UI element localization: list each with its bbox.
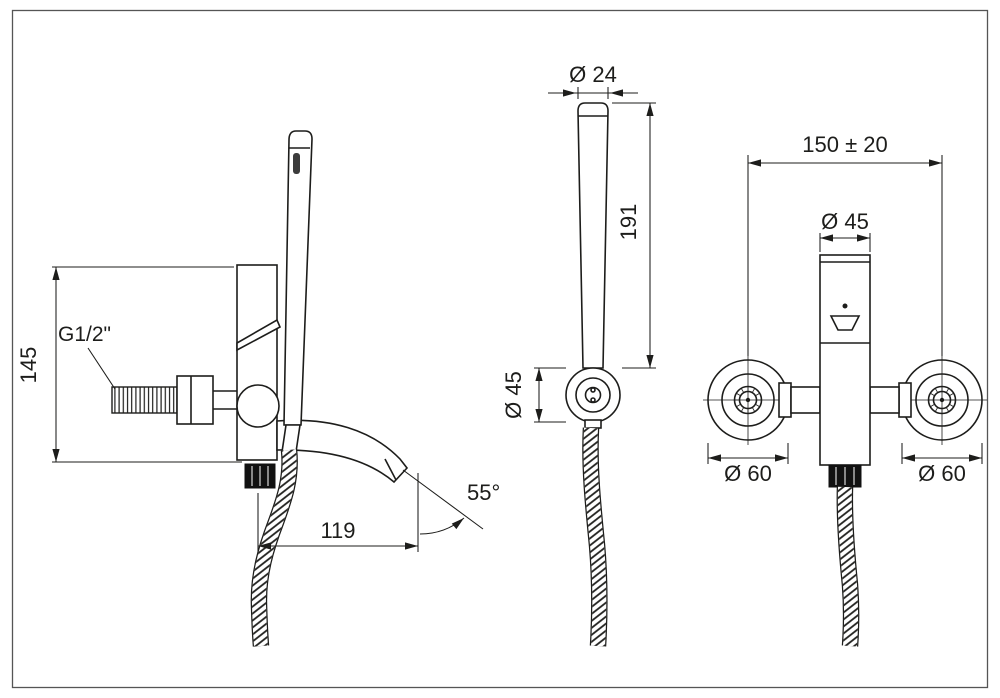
shower-hose-middle	[582, 427, 608, 647]
dim-right-flange-diameter: Ø 60	[901, 443, 983, 486]
wand-length-label: 191	[616, 204, 641, 241]
shower-hose-front	[836, 486, 860, 647]
holder-detail-dot-top	[590, 387, 596, 393]
thread-callout: G1/2"	[58, 323, 116, 390]
right-arm	[869, 386, 900, 414]
hose-connector-side	[281, 424, 301, 453]
left-mounting-nut	[778, 382, 792, 418]
body-diameter-label: Ø 45	[821, 209, 869, 234]
holder-outer-circle	[565, 367, 621, 423]
hand-shower-wand	[577, 102, 609, 369]
wall-flange-side	[176, 375, 214, 425]
holder-diameter-label: Ø 45	[501, 371, 526, 419]
side-view: 145 G1/2" 119 55°	[16, 130, 500, 647]
dim-head-diameter: Ø 24	[548, 62, 638, 99]
thread-connector	[111, 386, 178, 414]
hand-shower-wand-side	[283, 130, 313, 426]
right-mounting-nut	[898, 382, 912, 418]
knob-knurling-side	[251, 466, 269, 486]
head-diameter-label: Ø 24	[569, 62, 617, 87]
holder-detail-dot-bottom	[590, 397, 596, 403]
shower-hose-side	[250, 449, 298, 647]
dim-center-distance: 150 ± 20	[747, 132, 943, 356]
dim-holder-diameter: Ø 45	[501, 367, 566, 423]
dim-reach-119: 119	[257, 473, 419, 552]
dim-height-145: 145	[16, 266, 242, 463]
mixer-body-front	[819, 254, 871, 466]
center-distance-label: 150 ± 20	[802, 132, 887, 157]
reach-dimension-label: 119	[320, 518, 355, 543]
left-arm	[790, 386, 821, 414]
dim-spout-angle: 55°	[402, 469, 500, 535]
right-flange-diameter-label: Ø 60	[918, 461, 966, 486]
wand-spray-button	[293, 153, 300, 174]
front-view: 150 ± 20 Ø 45 Ø 60 Ø 60	[702, 132, 988, 647]
spout-angle-label: 55°	[467, 480, 500, 505]
mixer-body-side	[236, 264, 278, 461]
left-flange-diameter-label: Ø 60	[724, 461, 772, 486]
holder-inner-circle	[575, 377, 611, 413]
holder-clip	[584, 419, 602, 429]
spout-side	[276, 419, 409, 484]
lever-pivot-dot	[842, 303, 848, 309]
height-dimension-label: 145	[16, 347, 41, 384]
dim-left-flange-diameter: Ø 60	[707, 443, 789, 486]
spout-aerator-line	[384, 458, 397, 481]
mixer-lever-side	[236, 318, 282, 352]
knob-knurling-front	[835, 467, 855, 485]
dim-wand-length: 191	[612, 102, 656, 369]
drawing-border	[11, 9, 989, 689]
lever-front	[829, 315, 861, 331]
thread-label: G1/2"	[58, 323, 111, 346]
shower-holder-side	[236, 384, 280, 428]
dim-body-diameter: Ø 45	[819, 209, 871, 252]
thread-leader-line	[87, 347, 116, 390]
hand-shower-view: Ø 24 191 Ø 45	[501, 62, 656, 647]
